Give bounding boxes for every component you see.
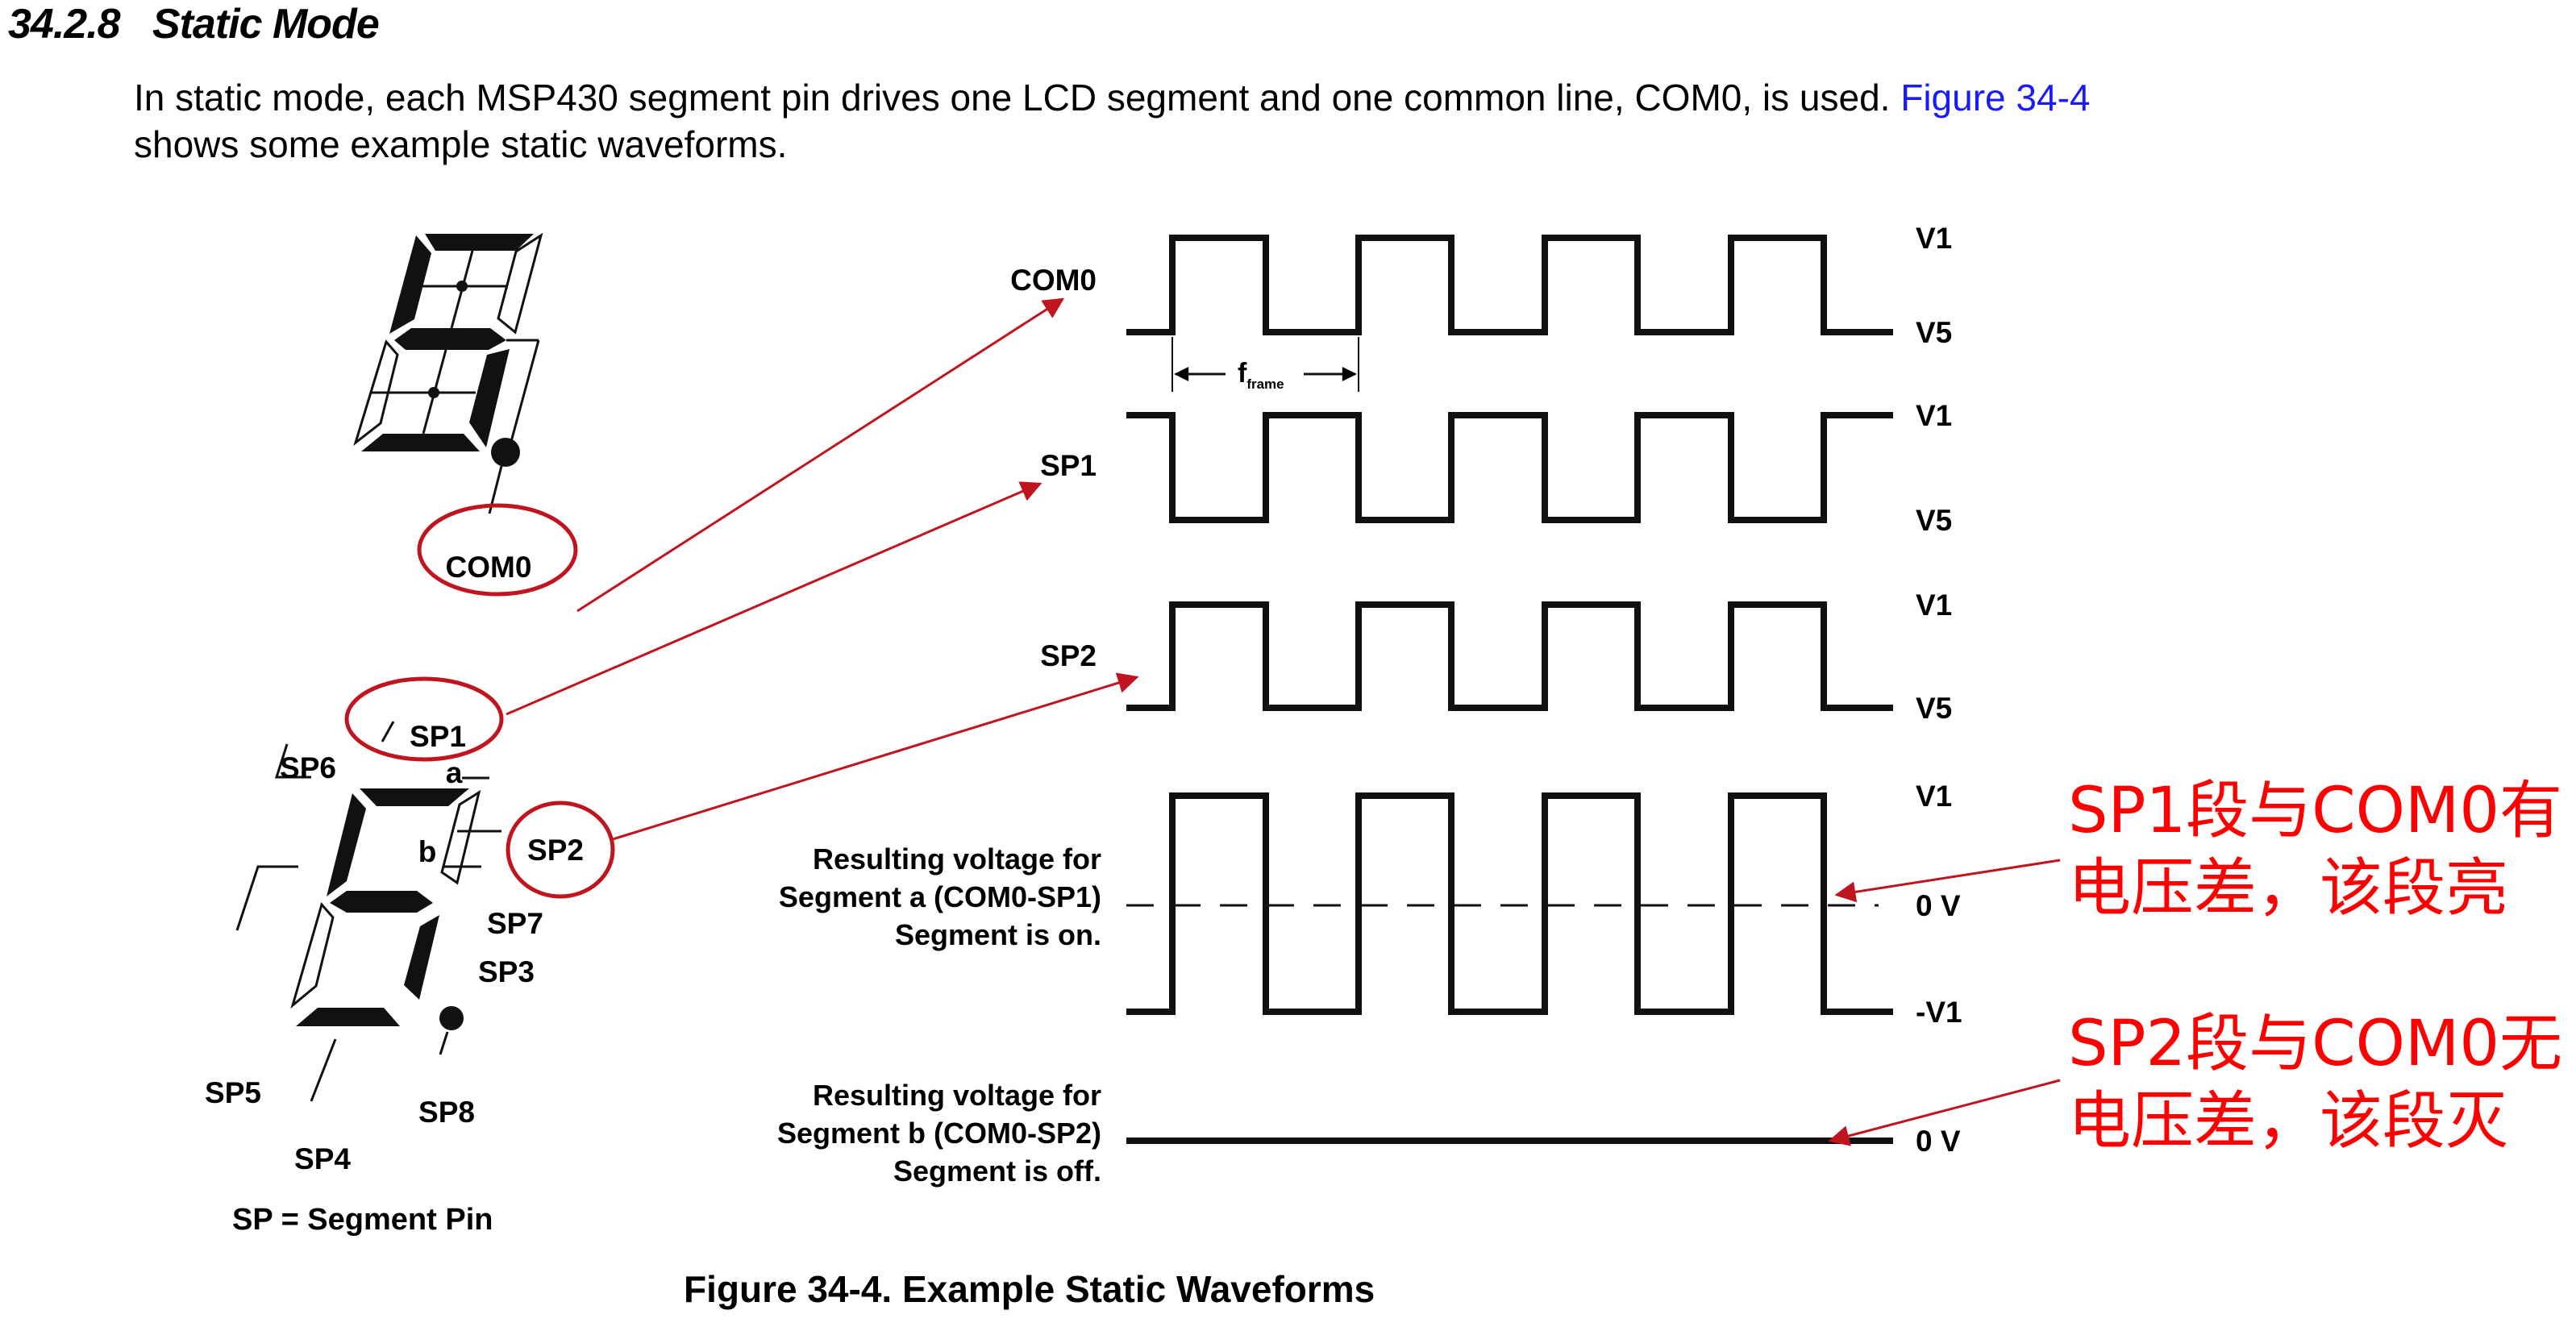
waveforms [1126,235,1893,1144]
segment-lower-left [353,339,399,447]
note-line: 电压差，该段亮 [2068,852,2509,925]
waveform-1 [1126,412,1893,523]
result-label-segment-a: Resulting voltage for Segment a (COM0-SP… [779,840,1101,954]
segment-upper-left [389,235,431,334]
section-number: 34.2.8 [8,1,121,48]
com0-pin-label: COM0 [446,551,532,584]
result-label-line: Segment b (COM0-SP2) [776,1117,1101,1150]
segment-label-a: a [446,756,463,789]
level-label: V5 [1916,692,1952,725]
figure-link[interactable]: Figure 34-4 [1900,77,2091,119]
section-paragraph: In static mode, each MSP430 segment pin … [134,74,2149,168]
waveform-0 [1126,235,1893,335]
signal-label-sp2: SP2 [1040,639,1097,672]
signal-label-com0: COM0 [1010,264,1097,297]
note-segment-off: SP2段与COM0无 电压差，该段灭 [2068,1005,2562,1160]
level-label: 0 V [1916,889,1961,922]
paragraph-text-end: shows some example static waveforms. [134,123,788,165]
result-label-line: Segment is on. [894,918,1101,951]
pin-leads [235,721,501,1102]
segment-g [330,891,433,913]
segment-top [425,234,534,251]
backplane-node-icon [456,281,468,292]
segment-pin-legend: SP = Segment Pin [232,1203,493,1237]
pin-label-sp6: SP6 [280,751,336,784]
level-label: V1 [1916,222,1952,255]
level-label: V1 [1916,399,1952,432]
backplane-node-icon [428,387,439,398]
level-label: V5 [1916,504,1952,537]
segment-middle [394,328,506,350]
bottom-digit [235,721,501,1102]
level-label: V1 [1916,589,1952,622]
segment-c [404,915,439,1000]
pin-label-sp4: SP4 [294,1142,351,1175]
note-line: SP1段与COM0有 [2068,775,2562,847]
top-digit [353,232,543,514]
level-label: -V1 [1916,996,1962,1029]
note-segment-on: SP1段与COM0有 电压差，该段亮 [2068,772,2562,927]
result-label-line: Segment is off. [893,1154,1101,1188]
result-label-line: Resulting voltage for [812,842,1101,876]
paragraph-text: In static mode, each MSP430 segment pin … [134,77,1901,119]
figure-caption: Figure 34-4. Example Static Waveforms [684,1268,1375,1310]
frame-period-dimension: fframe [1171,337,1359,392]
level-label: V1 [1916,780,1952,813]
pin-label-sp8: SP8 [418,1096,475,1129]
com0-highlight-ellipse [417,503,578,597]
arrow-com0 [576,297,1065,613]
result-label-line: Resulting voltage for [812,1079,1101,1112]
signal-label-sp1: SP1 [1040,449,1097,482]
decimal-point-icon [439,1006,464,1030]
segment-e [290,901,335,1009]
waveform-3 [1126,792,1893,1015]
note-line: SP2段与COM0无 [2068,1008,2562,1080]
sp2-highlight-ellipse [506,801,615,899]
waveform-2 [1126,601,1893,711]
level-label: 0 V [1916,1125,1961,1158]
pin-label-sp5: SP5 [205,1076,261,1109]
arrow-note-on [1834,859,2061,903]
pin-label-sp2: SP2 [527,834,584,867]
segment-bottom [361,434,480,451]
segment-b [440,789,481,885]
result-label-line: Segment a (COM0-SP1) [778,880,1101,913]
segment-a [360,788,469,806]
pin-label-sp1: SP1 [410,720,466,753]
arrow-sp1 [506,481,1042,716]
segment-lower-right [469,349,510,447]
sp1-highlight-ellipse [344,676,504,762]
segment-label-b: b [418,835,437,868]
pin-label-sp3: SP3 [478,955,535,988]
segment-d [296,1008,400,1026]
level-label: V5 [1916,316,1952,349]
result-label-segment-b: Resulting voltage for Segment b (COM0-SP… [777,1076,1101,1190]
arrow-note-off [1828,1079,2061,1146]
annotation-arrows [506,297,2061,1146]
decimal-point-icon [491,438,520,467]
segment-f [327,793,366,896]
note-line: 电压差，该段灭 [2068,1085,2509,1158]
frame-label: fframe [1238,358,1284,392]
section-title: Static Mode [152,1,380,48]
segment-upper-right [497,232,543,335]
section-heading: 34.2.8 Static Mode [8,0,380,48]
pin-label-sp7: SP7 [487,907,543,940]
arrow-sp2 [612,672,1139,841]
